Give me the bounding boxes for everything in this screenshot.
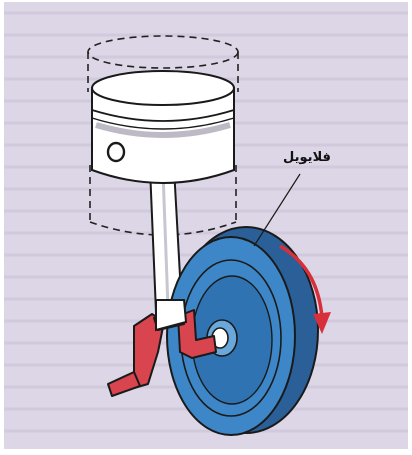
wrist-pin-hole (108, 143, 124, 161)
flywheel-label: فلايويل (262, 150, 352, 165)
label-leader-line (254, 174, 300, 246)
piston (92, 71, 234, 183)
